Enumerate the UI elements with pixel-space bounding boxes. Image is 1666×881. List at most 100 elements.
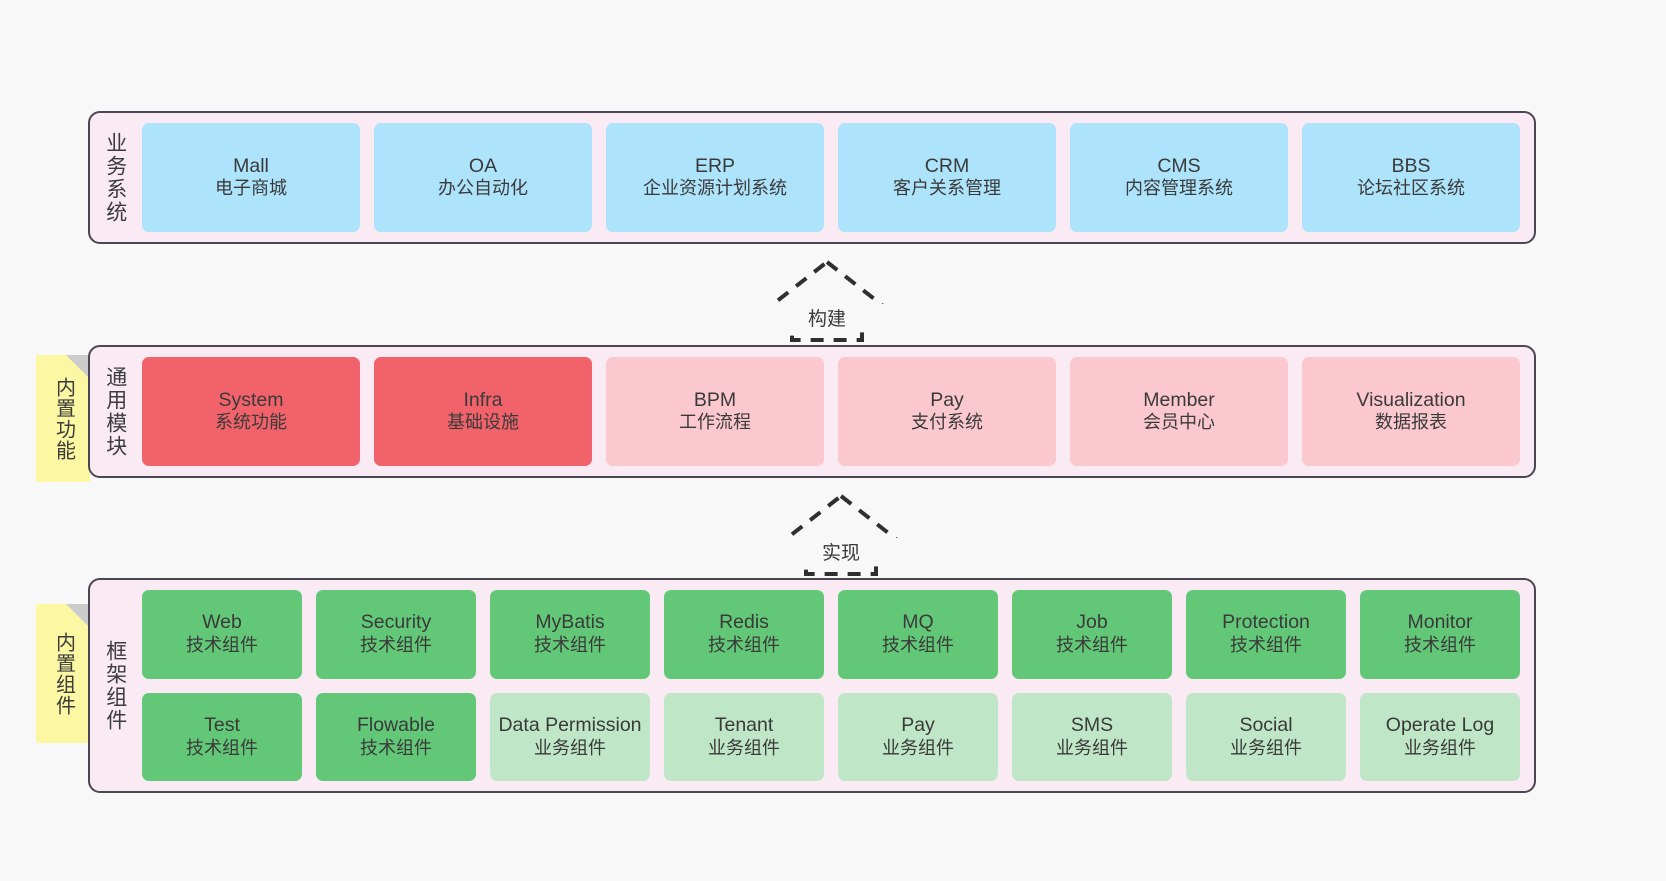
node-title: MQ: [902, 611, 934, 634]
node-subtitle: 技术组件: [534, 635, 606, 656]
node-subtitle: 技术组件: [360, 635, 432, 656]
node-title: CMS: [1157, 154, 1201, 177]
node-title: Visualization: [1356, 388, 1466, 411]
node-subtitle: 技术组件: [360, 737, 432, 758]
sticky-note-builtin-components[interactable]: 内置组件: [36, 604, 90, 743]
node-subtitle: 技术组件: [708, 635, 780, 656]
node-subtitle: 会员中心: [1143, 412, 1215, 433]
node-title: Mall: [233, 154, 269, 177]
node-title: Social: [1239, 713, 1293, 736]
connector-implement: 实现: [766, 492, 916, 578]
node-subtitle: 业务组件: [534, 737, 606, 758]
connector-implement-label: 实现: [766, 538, 916, 565]
node-title: ERP: [694, 154, 736, 177]
node-title: Redis: [719, 611, 769, 634]
node-title: Operate Log: [1385, 713, 1495, 736]
node-subtitle: 技术组件: [186, 737, 258, 758]
node-subtitle: 企业资源计划系统: [643, 178, 787, 199]
node-title: CRM: [924, 154, 970, 177]
node-title: OA: [468, 154, 498, 177]
layer-label-framework-components: 框架组件: [103, 639, 127, 732]
node-subtitle: 客户关系管理: [893, 178, 1001, 199]
layer-label-business-systems: 业务系统: [103, 131, 127, 224]
node-title: Data Permission: [498, 713, 642, 736]
node-subtitle: 数据报表: [1375, 412, 1447, 433]
node-title: Monitor: [1407, 611, 1473, 634]
node-title: BBS: [1391, 154, 1431, 177]
node-subtitle: 业务组件: [882, 737, 954, 758]
node-title: BPM: [693, 388, 737, 411]
node-subtitle: 论坛社区系统: [1357, 178, 1465, 199]
node-title: Infra: [463, 388, 503, 411]
node-subtitle: 系统功能: [215, 412, 287, 433]
node-subtitle: 电子商城: [215, 178, 287, 199]
node-subtitle: 工作流程: [679, 412, 751, 433]
node-subtitle: 技术组件: [1230, 635, 1302, 656]
sticky-note-label: 内置组件: [52, 631, 75, 716]
node-title: Flowable: [356, 713, 436, 736]
node-title: System: [218, 388, 284, 411]
node-subtitle: 技术组件: [1404, 635, 1476, 656]
node-subtitle: 支付系统: [911, 412, 983, 433]
sticky-fold-icon: [66, 355, 90, 379]
node-title: Web: [202, 611, 242, 634]
node-subtitle: 业务组件: [708, 737, 780, 758]
node-subtitle: 技术组件: [186, 635, 258, 656]
node-title: Test: [204, 713, 240, 736]
connector-build-label: 构建: [752, 304, 902, 331]
node-title: Security: [360, 611, 432, 634]
node-subtitle: 基础设施: [447, 412, 519, 433]
node-title: Pay: [930, 388, 964, 411]
sticky-note-builtin-functions[interactable]: 内置功能: [36, 355, 90, 482]
node-title: Member: [1143, 388, 1215, 411]
node-title: MyBatis: [535, 611, 605, 634]
node-title: SMS: [1070, 713, 1114, 736]
layer-label-common-modules: 通用模块: [103, 365, 127, 458]
node-subtitle: 技术组件: [882, 635, 954, 656]
node-subtitle: 办公自动化: [438, 178, 528, 199]
node-subtitle: 业务组件: [1056, 737, 1128, 758]
sticky-note-label: 内置功能: [52, 376, 75, 461]
node-subtitle: 业务组件: [1230, 737, 1302, 758]
node-subtitle: 技术组件: [1056, 635, 1128, 656]
